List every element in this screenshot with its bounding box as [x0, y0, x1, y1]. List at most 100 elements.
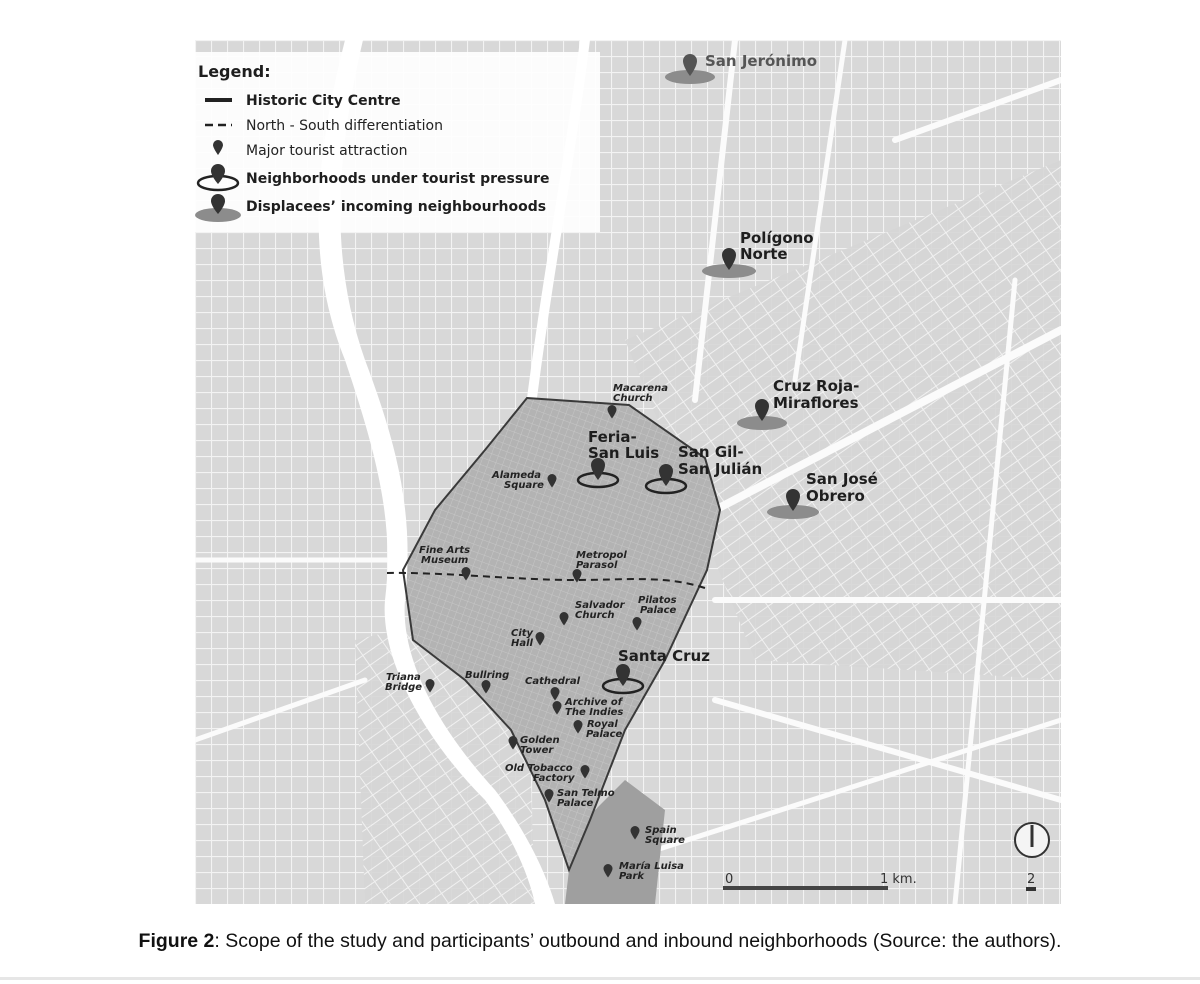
- attraction-label: Bridge: [385, 682, 422, 693]
- pressure-santa-cruz: Santa Cruz: [601, 647, 710, 695]
- neighbourhood-pin-icon: [683, 54, 697, 76]
- attraction-pin-icon: [603, 864, 613, 878]
- legend-item-label: Historic City Centre: [246, 93, 401, 109]
- attraction-pin-icon: [607, 405, 617, 419]
- neighbourhood-label: San Jerónimo: [705, 52, 817, 70]
- attraction-pin-icon: [550, 687, 560, 701]
- attraction-label: Fine Arts: [419, 545, 470, 556]
- attraction-pin-icon: [559, 612, 569, 626]
- neighbourhood-label: San José: [806, 470, 878, 488]
- attraction-pin-icon: [547, 474, 557, 488]
- neighbourhood-label: Obrero: [806, 487, 865, 505]
- map: Legend: Historic City Centre North - Sou…: [195, 40, 1061, 904]
- incoming-shadow: [737, 416, 787, 430]
- neighbourhood-pin-icon: [786, 489, 800, 511]
- caption-label: Figure 2: [138, 930, 215, 952]
- attraction-archive: Archive of The Indies: [552, 697, 624, 718]
- attraction-fine-arts: Fine Arts Museum: [419, 545, 471, 581]
- neighbourhood-label: Miraflores: [773, 394, 859, 412]
- attraction-golden-tower: Golden Tower: [508, 735, 560, 756]
- figure-caption: Figure 2: Scope of the study and partici…: [0, 930, 1200, 953]
- main-avenues: [195, 40, 1061, 904]
- attraction-pin-icon: [425, 679, 435, 693]
- attraction-label: Hall: [511, 638, 534, 649]
- scale-start-label: 0: [725, 872, 733, 887]
- neighbourhood-label: Santa Cruz: [618, 647, 710, 665]
- attraction-label: Church: [613, 393, 653, 404]
- neighbourhood-label: Cruz Roja-: [773, 377, 859, 395]
- attraction-pin-icon: [573, 720, 583, 734]
- incoming-poligono-norte: Polígono Norte: [702, 229, 814, 278]
- attraction-macarena: Macarena Church: [607, 383, 668, 419]
- attraction-pin-icon: [461, 567, 471, 581]
- attraction-label: Golden: [520, 735, 560, 746]
- neighbourhood-label: San Luis: [588, 444, 659, 462]
- incoming-shadow: [665, 70, 715, 84]
- neighbourhood-label: Polígono: [740, 229, 814, 247]
- historic-city-centre-area: [403, 398, 720, 870]
- attraction-label: City: [511, 628, 534, 639]
- attraction-pin-icon: [580, 765, 590, 779]
- attraction-maria-luisa: María Luisa Park: [603, 860, 684, 882]
- attraction-pin-icon: [544, 789, 554, 803]
- park-south: [565, 780, 665, 904]
- north-south-differentiation-line: [386, 571, 706, 589]
- historic-city-centre-outline: [401, 396, 722, 873]
- attraction-pilatos: Pilatos Palace: [632, 595, 677, 631]
- attraction-label: Palace: [557, 798, 594, 809]
- incoming-shadow: [702, 264, 756, 278]
- neighbourhood-label: Feria-: [588, 428, 637, 446]
- attraction-alameda: Alameda Square: [491, 470, 557, 491]
- legend-title: Legend:: [198, 62, 271, 81]
- pressure-feria-san-luis: Feria- San Luis: [576, 428, 659, 489]
- neighbourhood-pin-icon: [659, 464, 673, 486]
- attraction-pin-icon: [572, 569, 582, 583]
- attraction-label: María Luisa: [619, 860, 684, 872]
- incoming-san-jeronimo: San Jerónimo: [665, 52, 817, 84]
- attraction-label: Square: [645, 835, 685, 846]
- attraction-label: Park: [619, 871, 645, 882]
- attraction-triana: Triana Bridge: [385, 672, 435, 693]
- attraction-royal-palace: Royal Palace: [573, 719, 623, 740]
- attraction-label: Cathedral: [525, 676, 581, 687]
- legend-item-label: Displacees’ incoming neighbourhoods: [246, 199, 546, 215]
- attraction-label: Tower: [520, 745, 554, 756]
- attraction-pin-icon: [535, 632, 545, 646]
- legend-ring-pin-icon: [211, 164, 225, 184]
- attraction-pin-icon: [552, 701, 562, 715]
- attraction-pin-icon: [481, 680, 491, 694]
- neighbourhood-pin-icon: [616, 664, 630, 686]
- attraction-label: Museum: [421, 555, 468, 566]
- attraction-tobacco: Old Tobacco Factory: [505, 763, 590, 784]
- legend-item-label: North - South differentiation: [246, 118, 443, 134]
- attraction-label: Old Tobacco: [505, 763, 573, 774]
- legend-item-label: Major tourist attraction: [246, 143, 408, 159]
- attraction-pin-icon: [632, 617, 642, 631]
- district-northeast: [625, 160, 1061, 680]
- attraction-salvador: Salvador Church: [559, 600, 626, 626]
- attraction-label: Spain: [645, 825, 677, 836]
- neighbourhood-label: Norte: [740, 245, 788, 263]
- legend-small-pin-icon: [213, 140, 223, 155]
- attraction-label: Bullring: [465, 670, 509, 681]
- attraction-label: The Indies: [565, 707, 623, 718]
- attraction-label: Palace: [640, 605, 677, 616]
- legend-item-label: Neighborhoods under tourist pressure: [246, 171, 550, 187]
- attraction-label: Pilatos: [638, 595, 677, 606]
- bottom-divider: [0, 977, 1200, 980]
- attraction-bullring: Bullring: [465, 670, 509, 694]
- legend-shadow-pin-icon: [211, 194, 225, 214]
- attraction-label: Archive of: [564, 697, 624, 708]
- attraction-pin-icon: [508, 736, 518, 750]
- scale-end-label: 1 km.: [880, 872, 917, 887]
- attraction-label: Salvador: [575, 600, 626, 611]
- attraction-label: Metropol: [576, 550, 627, 561]
- attraction-label: Parasol: [576, 560, 618, 571]
- attraction-label: Alameda: [491, 470, 541, 481]
- attraction-label: Factory: [533, 773, 575, 784]
- attraction-label: Triana: [386, 672, 421, 683]
- attraction-city-hall: City Hall: [511, 628, 545, 649]
- incoming-shadow: [767, 505, 819, 519]
- neighbourhood-pin-icon: [591, 458, 605, 480]
- attraction-label: Palace: [586, 729, 623, 740]
